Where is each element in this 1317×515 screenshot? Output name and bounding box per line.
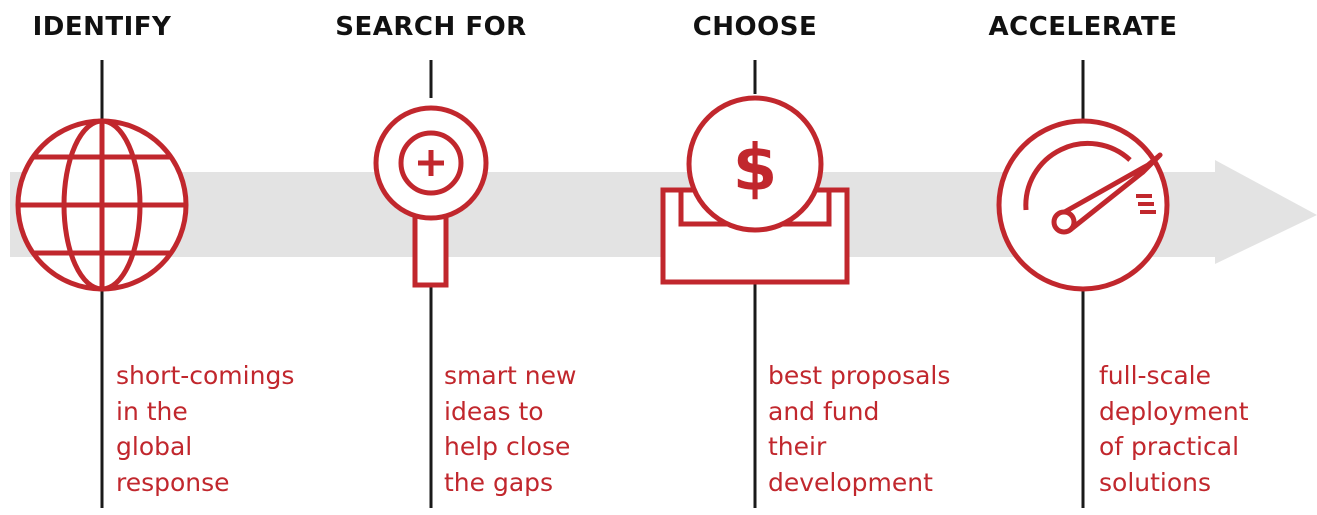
description-line: ideas to <box>444 396 544 426</box>
description-line: development <box>768 467 933 497</box>
description-line: smart new <box>444 361 577 390</box>
description-line: global <box>116 432 193 461</box>
step-title-identify: IDENTIFY <box>32 12 172 42</box>
globe-icon <box>15 118 189 292</box>
dollar-coin-slot-icon: $ <box>660 95 850 285</box>
description-line: best proposals <box>768 361 951 390</box>
description-line: solutions <box>1099 467 1212 497</box>
description-line: their <box>768 432 827 461</box>
step-description-identify: short-comings in the global response <box>116 358 294 500</box>
step-description-choose: best proposals and fund their developmen… <box>768 358 950 500</box>
step-title-choose: CHOOSE <box>692 12 818 42</box>
speedometer-icon <box>996 118 1170 292</box>
description-line: response <box>116 467 230 497</box>
step-title-accelerate: ACCELERATE <box>988 12 1178 42</box>
description-line: in the <box>116 396 188 426</box>
magnifier-plus-icon <box>373 105 489 288</box>
description-line: the gaps <box>444 467 554 497</box>
description-line: deployment <box>1099 396 1249 426</box>
description-line: of practical <box>1099 432 1240 461</box>
description-line: short-comings <box>116 361 295 390</box>
description-line: help close <box>444 432 571 461</box>
connector-lines <box>100 60 1085 508</box>
description-line: full-scale <box>1099 361 1211 390</box>
svg-text:$: $ <box>733 132 778 206</box>
step-description-search-for: smart new ideas to help close the gaps <box>444 358 576 500</box>
step-title-search-for: SEARCH FOR <box>335 12 527 42</box>
step-description-accelerate: full-scale deployment of practical solut… <box>1099 358 1249 500</box>
description-line: and fund <box>768 396 880 426</box>
